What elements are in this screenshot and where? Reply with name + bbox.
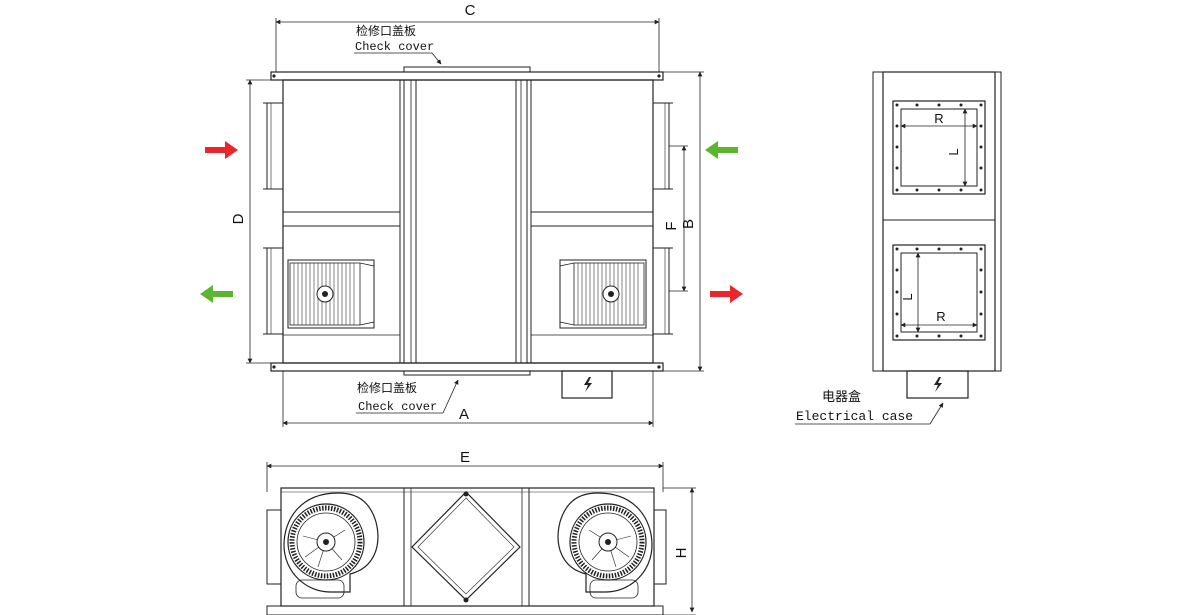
front-view: E bbox=[266, 449, 696, 615]
electrical-case-side: 电器盒 Electrical case bbox=[795, 370, 969, 425]
dim-d-label: D bbox=[230, 213, 247, 224]
right-blower-front bbox=[557, 492, 653, 599]
electrical-case-en: Electrical case bbox=[796, 409, 913, 424]
arrow-green-out-left bbox=[200, 285, 233, 303]
electrical-case-cn: 电器盒 bbox=[822, 389, 861, 404]
top-view: C 检修口盖板 Check cover bbox=[200, 2, 743, 427]
arrow-red-in-left bbox=[205, 141, 238, 159]
airflow-arrows bbox=[200, 141, 743, 303]
dimension-b: B bbox=[663, 71, 704, 372]
check-cover-top-en: Check cover bbox=[355, 40, 434, 54]
check-cover-bottom-cn: 检修口盖板 bbox=[357, 380, 417, 395]
left-duct-collars bbox=[263, 102, 284, 335]
right-duct-collars bbox=[652, 102, 673, 335]
dimension-c: C bbox=[275, 2, 660, 72]
dimension-f: F bbox=[663, 145, 688, 292]
dim-e-label: E bbox=[460, 449, 470, 466]
dim-h-label: H bbox=[673, 548, 690, 559]
check-cover-bottom-callout: 检修口盖板 Check cover bbox=[356, 379, 459, 414]
dimension-h: H bbox=[663, 487, 696, 615]
dim-c-label: C bbox=[465, 2, 476, 19]
dim-l-top: L bbox=[946, 148, 961, 155]
side-view: R L R L 电器盒 Electrical case bbox=[795, 71, 1002, 425]
heat-exchanger-core bbox=[411, 491, 521, 603]
lightning-icon bbox=[934, 377, 942, 392]
left-blower-front bbox=[283, 492, 379, 599]
dim-r-top: R bbox=[934, 111, 943, 126]
lightning-icon bbox=[584, 377, 592, 392]
upper-port: R L bbox=[892, 100, 986, 195]
left-fan-top bbox=[287, 259, 375, 329]
arrow-red-out-right bbox=[710, 285, 743, 303]
arrow-green-in-right bbox=[705, 141, 738, 159]
right-fan-top bbox=[559, 259, 647, 329]
dimension-a: A bbox=[282, 371, 654, 427]
electrical-box-top bbox=[561, 370, 613, 399]
dimension-e: E bbox=[266, 449, 664, 492]
check-cover-bottom-en: Check cover bbox=[358, 400, 437, 414]
check-cover-top-callout: 检修口盖板 Check cover bbox=[354, 23, 442, 65]
dim-r-bottom: R bbox=[936, 309, 945, 324]
dim-l-bottom: L bbox=[900, 293, 915, 300]
dimension-d: D bbox=[230, 79, 271, 364]
lower-port: R L bbox=[892, 244, 986, 341]
dim-f-label: F bbox=[663, 221, 680, 230]
dim-a-label: A bbox=[459, 406, 469, 423]
dim-b-label: B bbox=[680, 219, 697, 229]
check-cover-top-cn: 检修口盖板 bbox=[356, 23, 416, 38]
